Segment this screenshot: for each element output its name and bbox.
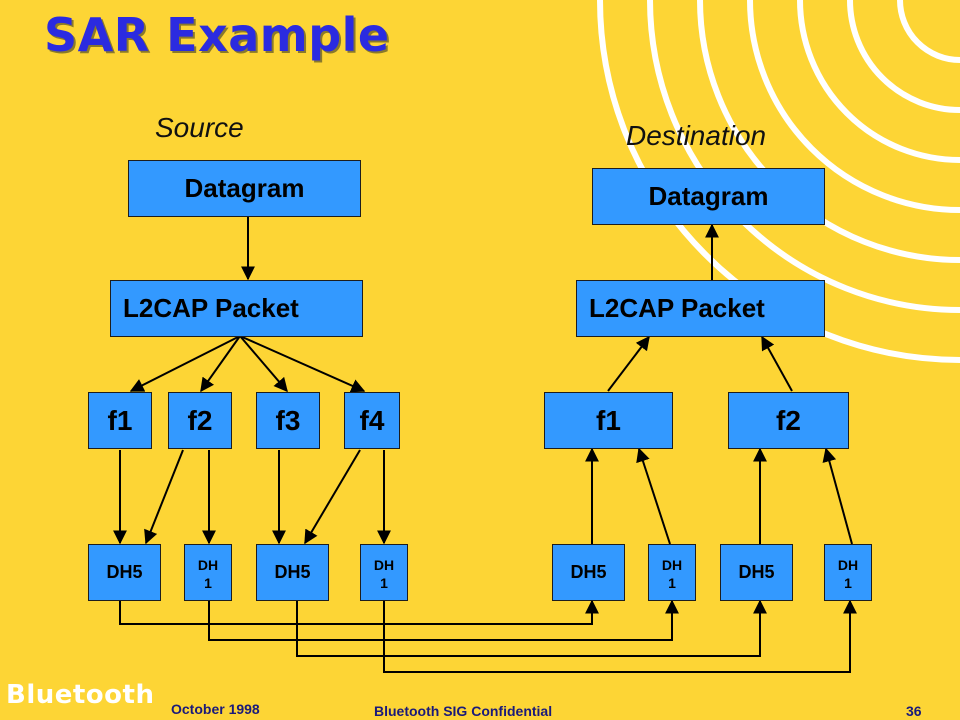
footer-confidential: Bluetooth SIG Confidential — [374, 703, 553, 719]
destination-baseband-dh5-1: DH5 — [552, 544, 625, 601]
destination-baseband-dh1-2: DH 1 — [824, 544, 872, 601]
footer-date: October 1998 — [171, 701, 260, 717]
source-baseband-dh1-1: DH 1 — [184, 544, 232, 601]
destination-l2cap-packet: L2CAP Packet — [576, 280, 825, 337]
source-label: Source — [155, 112, 244, 143]
destination-datagram: Datagram — [592, 168, 825, 225]
source-l2cap-packet: L2CAP Packet — [110, 280, 363, 337]
source-baseband-dh5-1: DH5 — [88, 544, 161, 601]
footer-page-number: 36 — [906, 703, 922, 719]
source-baseband-dh1-2: DH 1 — [360, 544, 408, 601]
bluetooth-brand-logo: Bluetooth — [6, 680, 155, 710]
destination-label: Destination — [626, 120, 767, 151]
destination-fragment-f1: f1 — [544, 392, 673, 449]
destination-baseband-dh1-1: DH 1 — [648, 544, 696, 601]
source-fragment-f2: f2 — [168, 392, 232, 449]
source-fragment-f3: f3 — [256, 392, 320, 449]
destination-fragment-f2: f2 — [728, 392, 849, 449]
source-baseband-dh5-2: DH5 — [256, 544, 329, 601]
source-fragment-f1: f1 — [88, 392, 152, 449]
slide-title: SAR Example — [44, 8, 390, 62]
source-fragment-f4: f4 — [344, 392, 400, 449]
destination-baseband-dh5-2: DH5 — [720, 544, 793, 601]
source-datagram: Datagram — [128, 160, 361, 217]
